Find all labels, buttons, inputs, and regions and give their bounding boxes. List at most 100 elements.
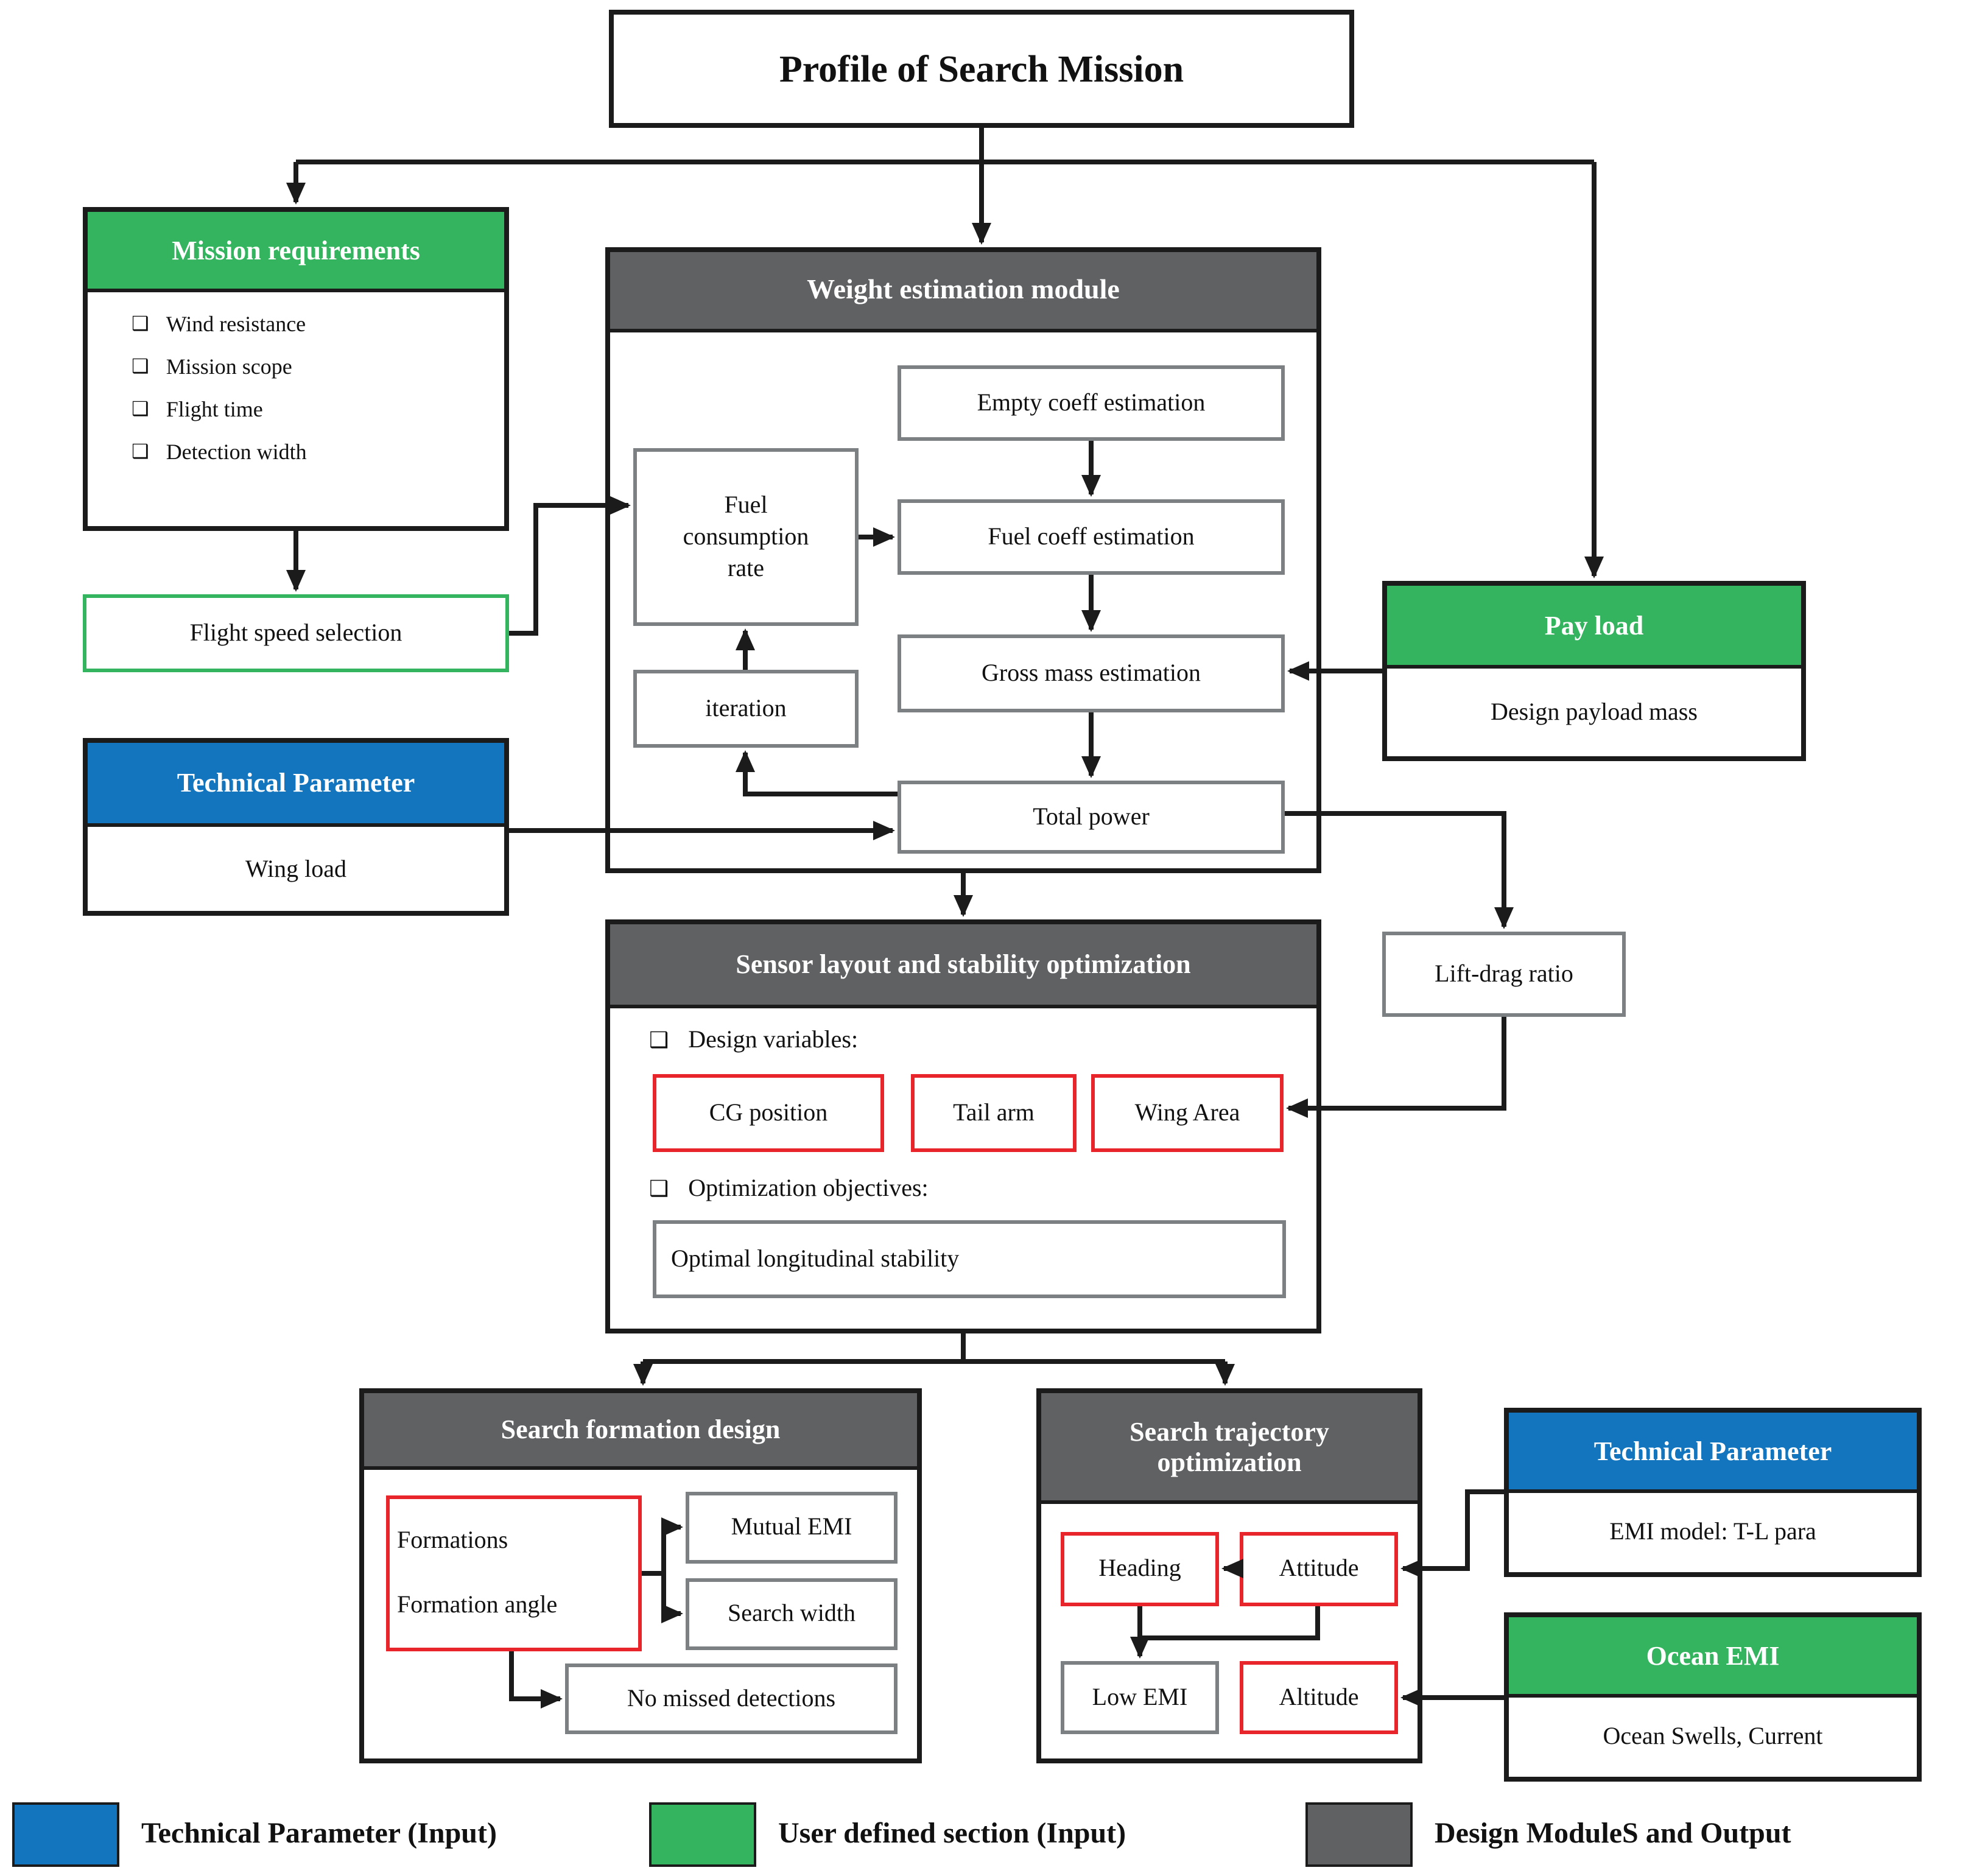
search-trajectory-optimization-header: Search trajectory optimization [1041,1393,1418,1504]
technical-parameter-emi-title: Technical Parameter [1593,1435,1832,1466]
iteration-box: iteration [633,670,859,748]
legend-swatch-green [649,1802,756,1867]
ocean-emi-box: Ocean EMI Ocean Swells, Current [1504,1612,1922,1782]
payload-box: Pay load Design payload mass [1382,581,1806,761]
mission-requirements-header: Mission requirements [88,212,504,292]
mutual-emi-label: Mutual EMI [731,1514,852,1540]
checkbox-icon: ❑ [649,1028,669,1052]
ocean-swells-current-label: Ocean Swells, Current [1603,1723,1823,1750]
mission-requirements-box: Mission requirements ❑ Wind resistance ❑… [83,207,509,531]
optimal-longitudinal-stability-box: Optimal longitudinal stability [653,1220,1286,1298]
line-sensor-split [643,1333,1225,1364]
formation-angle-label: Formation angle [397,1592,558,1618]
sensor-layout-module-title: Sensor layout and stability optimization [736,949,1191,980]
design-variables-label: Design variables: [688,1026,859,1053]
legend-item-user-defined: User defined section (Input) [649,1802,1126,1867]
search-width-box: Search width [686,1578,898,1650]
altitude-label: Altitude [1279,1684,1359,1710]
list-item: ❑ Mission scope [132,354,504,380]
flight-speed-selection-box: Flight speed selection [83,594,509,672]
attitude-box: Attitude [1240,1532,1398,1606]
cg-position-box: CG position [653,1074,884,1152]
checkbox-icon: ❑ [649,1176,669,1201]
legend-item-design-modules: Design ModuleS and Output [1305,1802,1791,1867]
mutual-emi-box: Mutual EMI [686,1492,898,1564]
weight-estimation-module-title: Weight estimation module [807,274,1120,305]
legend-item-technical-parameter: Technical Parameter (Input) [12,1802,497,1867]
list-item: ❑ Detection width [132,440,504,465]
low-emi-label: Low EMI [1092,1684,1188,1710]
heading-label: Heading [1098,1555,1181,1582]
legend-swatch-gray [1305,1802,1413,1867]
iteration-label: iteration [705,695,787,722]
lift-drag-ratio-label: Lift-drag ratio [1435,960,1573,987]
list-item: ❑ Wind resistance [132,312,504,337]
ocean-emi-header: Ocean EMI [1509,1617,1917,1698]
payload-header: Pay load [1387,586,1801,669]
checkbox-icon: ❑ [132,441,149,462]
list-item-label: Detection width [166,440,307,464]
checkbox-icon: ❑ [132,356,149,377]
mission-requirements-title: Mission requirements [172,234,420,265]
profile-title: Profile of Search Mission [779,47,1184,90]
lift-drag-ratio-box: Lift-drag ratio [1382,932,1626,1017]
legend-label: User defined section (Input) [778,1818,1126,1850]
design-payload-mass-label: Design payload mass [1491,698,1698,725]
altitude-box: Altitude [1240,1661,1398,1734]
search-trajectory-optimization-title: Search trajectory optimization [1130,1416,1329,1477]
empty-coeff-estimation-box: Empty coeff estimation [898,365,1285,441]
attitude-label: Attitude [1279,1555,1359,1582]
flight-speed-selection-label: Flight speed selection [189,619,402,646]
legend-label: Design ModuleS and Output [1435,1818,1791,1850]
gross-mass-estimation-box: Gross mass estimation [898,634,1285,712]
gross-mass-estimation-label: Gross mass estimation [982,659,1201,686]
no-missed-detections-label: No missed detections [627,1685,836,1712]
list-item-label: Mission scope [166,354,292,379]
legend-swatch-blue [12,1802,119,1867]
total-power-label: Total power [1033,803,1150,830]
fuel-consumption-rate-label: Fuel consumption rate [683,492,809,582]
ocean-emi-title: Ocean EMI [1646,1640,1780,1671]
search-formation-design-title: Search formation design [501,1414,781,1445]
fuel-coeff-estimation-box: Fuel coeff estimation [898,499,1285,575]
total-power-box: Total power [898,781,1285,854]
design-variables-row: ❑ Design variables: [649,1021,858,1059]
mission-requirements-list: ❑ Wind resistance ❑ Mission scope ❑ Flig… [88,292,504,465]
wing-area-label: Wing Area [1134,1099,1240,1126]
empty-coeff-estimation-label: Empty coeff estimation [977,389,1206,416]
tail-arm-box: Tail arm [911,1074,1077,1152]
technical-parameter-wing-title: Technical Parameter [177,767,415,798]
profile-of-search-mission-box: Profile of Search Mission [609,10,1354,128]
optimization-objectives-label: Optimization objectives: [688,1175,929,1201]
optimization-objectives-row: ❑ Optimization objectives: [649,1169,929,1208]
payload-title: Pay load [1544,610,1644,641]
checkbox-icon: ❑ [132,314,149,334]
formations-label: Formations [397,1527,508,1554]
wing-load-label: Wing load [245,855,347,882]
search-formation-design-header: Search formation design [364,1393,917,1470]
list-item-label: Wind resistance [166,312,306,336]
optimal-longitudinal-stability-label: Optimal longitudinal stability [671,1245,960,1272]
technical-parameter-wing-box: Technical Parameter Wing load [83,738,509,916]
cg-position-label: CG position [709,1099,828,1126]
checkbox-icon: ❑ [132,399,149,420]
list-item-label: Flight time [166,397,263,421]
fuel-consumption-rate-box: Fuel consumption rate [633,448,859,626]
list-item: ❑ Flight time [132,397,504,423]
fuel-coeff-estimation-label: Fuel coeff estimation [988,523,1195,550]
wing-area-box: Wing Area [1091,1074,1284,1152]
sensor-layout-module-header: Sensor layout and stability optimization [610,924,1316,1008]
formations-box: Formations Formation angle [386,1495,642,1651]
no-missed-detections-box: No missed detections [565,1663,898,1734]
search-width-label: Search width [728,1600,855,1627]
technical-parameter-wing-header: Technical Parameter [88,743,504,827]
low-emi-box: Low EMI [1061,1661,1219,1734]
technical-parameter-emi-box: Technical Parameter EMI model: T-L para [1504,1408,1922,1577]
technical-parameter-emi-header: Technical Parameter [1509,1413,1917,1493]
heading-box: Heading [1061,1532,1219,1606]
tail-arm-label: Tail arm [953,1099,1035,1126]
emi-model-label: EMI model: T-L para [1609,1519,1816,1545]
weight-estimation-module-header: Weight estimation module [610,252,1316,332]
